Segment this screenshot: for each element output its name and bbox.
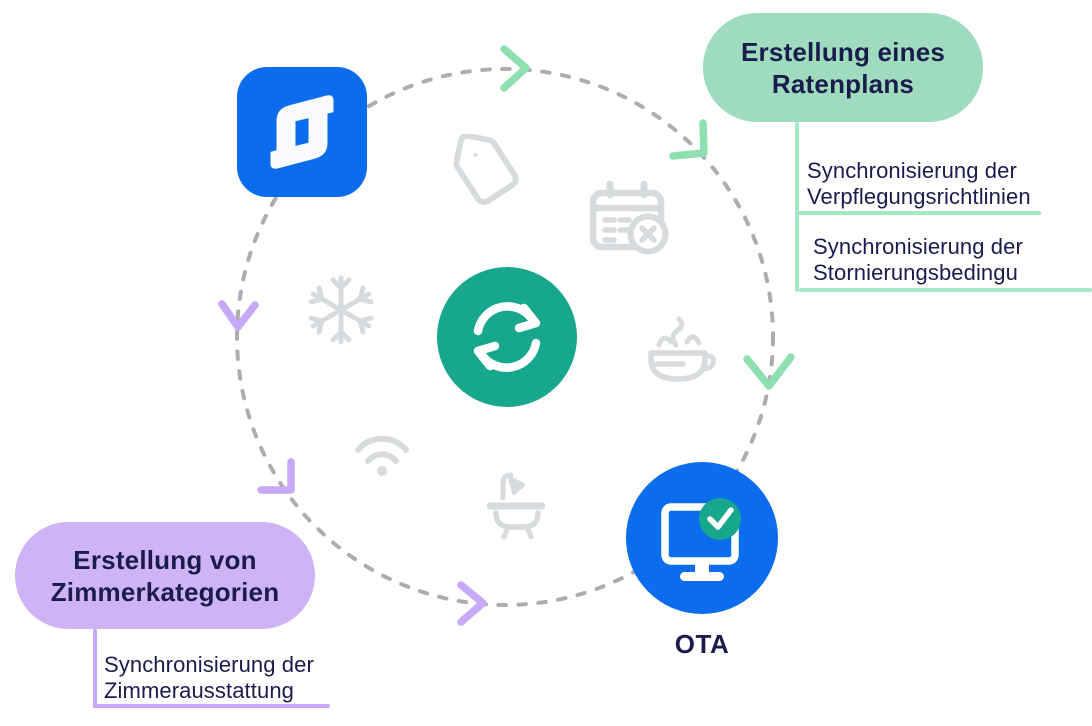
rate-plan-item-1: Synchronisierung der Verpflegungsrichtli… xyxy=(807,158,1031,209)
check-badge-icon xyxy=(699,498,741,540)
rate-plan-connector-underline-1 xyxy=(795,211,1041,215)
callout-rate-plan-pill: Erstellung eines Ratenplans xyxy=(703,13,983,122)
coffee-cup-icon xyxy=(648,316,716,382)
sync-circle xyxy=(437,267,577,407)
chevron-green-top-right-icon xyxy=(669,119,708,160)
chevron-purple-bottom-icon xyxy=(457,581,487,626)
sync-arrows-icon xyxy=(473,302,541,372)
pms-app-logo xyxy=(237,67,367,197)
pms-logo-glyph-icon xyxy=(270,95,334,169)
chevron-green-right-icon xyxy=(743,353,795,390)
room-categories-connector-underline xyxy=(93,704,330,708)
wifi-icon xyxy=(355,435,409,476)
callout-rate-plan-title: Erstellung eines Ratenplans xyxy=(740,36,946,99)
chevron-purple-left-icon xyxy=(218,300,259,331)
ota-label: OTA xyxy=(674,629,730,659)
bathtub-icon xyxy=(486,472,546,540)
calendar-cancelled-icon xyxy=(589,180,669,255)
chevron-purple-bottom-left-icon xyxy=(257,458,295,494)
rate-plan-connector-underline-2 xyxy=(799,288,1092,292)
chevron-green-top-icon xyxy=(500,45,530,92)
rate-plan-connector-vertical xyxy=(795,122,799,292)
callout-room-categories-pill: Erstellung von Zimmerkategorien xyxy=(15,522,315,629)
room-categories-connector-vertical xyxy=(93,629,97,708)
tag-icon xyxy=(453,134,519,205)
ota-circle xyxy=(626,462,778,614)
callout-room-categories-title: Erstellung von Zimmerkategorien xyxy=(50,544,280,607)
room-categories-item-1: Synchronisierung der Zimmerausstattung xyxy=(104,652,314,703)
rate-plan-item-2: Synchronisierung der Stornierungsbedingu xyxy=(813,234,1023,285)
monitor-check-icon xyxy=(661,498,741,581)
snowflake-icon xyxy=(308,275,374,345)
